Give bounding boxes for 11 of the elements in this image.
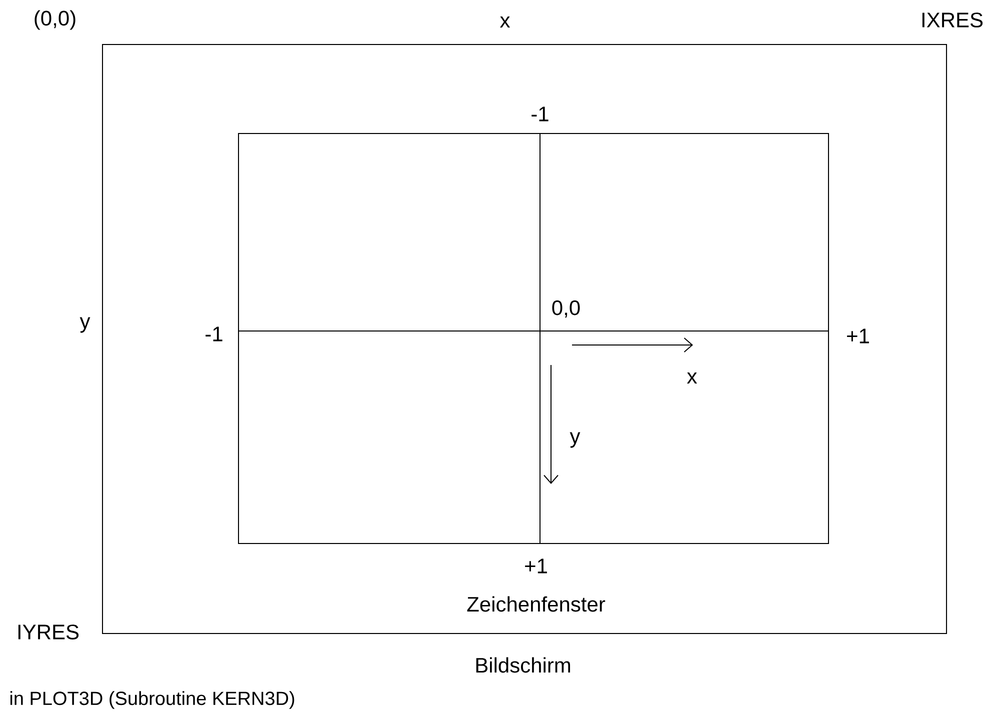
axis-label: y	[80, 317, 90, 333]
node-label: Zeichenfenster	[467, 596, 606, 612]
axis-label: y	[570, 432, 580, 448]
origin-label: (0,0)	[34, 10, 76, 30]
axis-label: x	[687, 372, 698, 384]
resolution-label: IXRES	[922, 12, 983, 28]
axis-label: x	[500, 16, 510, 28]
coordinate-label: 0,0	[552, 300, 580, 318]
node-label: Bildschirm	[476, 657, 570, 673]
caption: in PLOT3D (Subroutine KERN3D)	[10, 691, 294, 709]
resolution-label: IYRES	[18, 624, 79, 640]
